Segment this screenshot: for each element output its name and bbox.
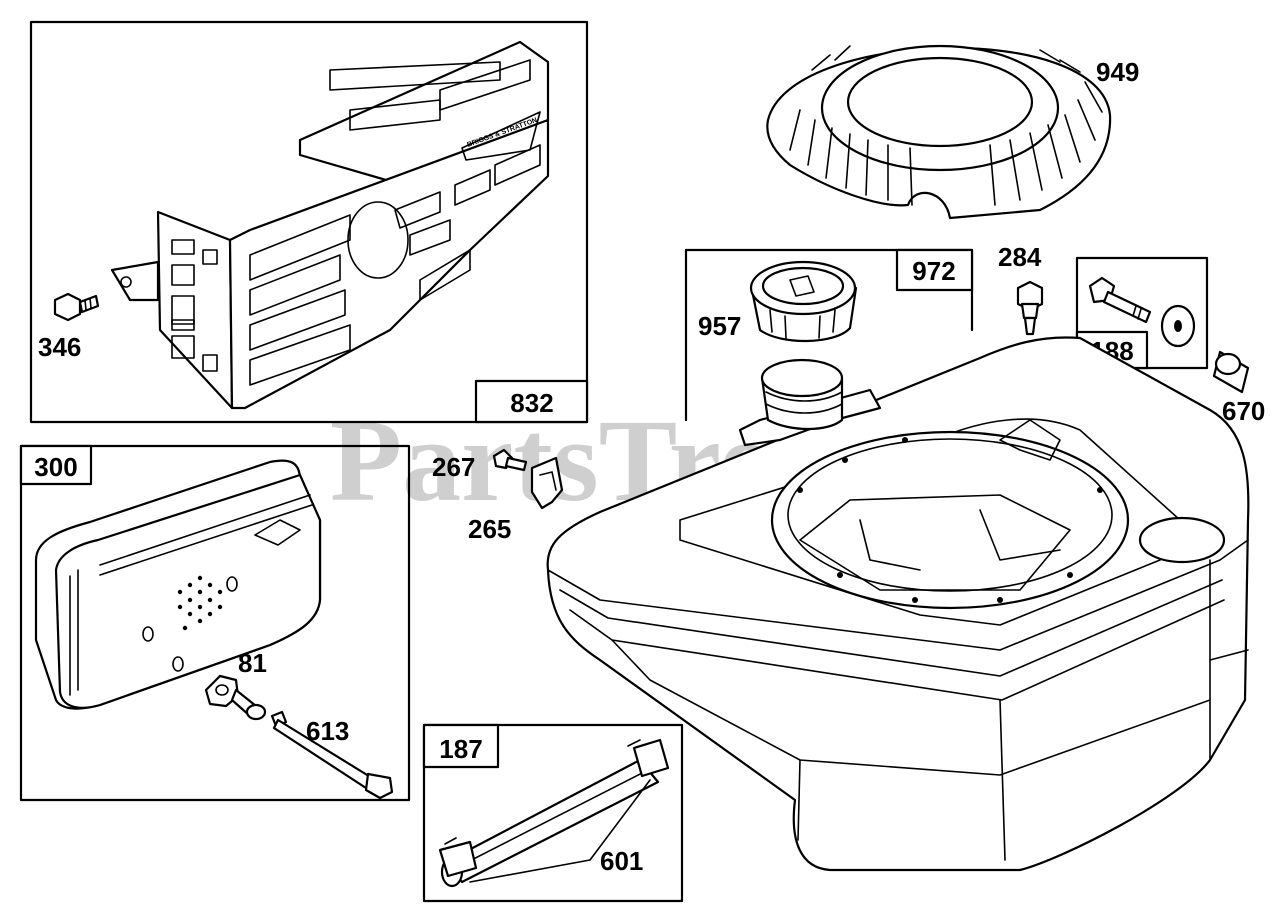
- screw-267-icon: [492, 448, 528, 472]
- muffler-illustration: [34, 459, 322, 710]
- callout-601: 601: [600, 846, 643, 876]
- callout-346: 346: [38, 332, 81, 362]
- box-300-label-frame: [19, 444, 93, 486]
- leader-601b: [589, 779, 651, 861]
- callout-81: 81: [238, 648, 267, 678]
- fuel-cap-icon: [749, 260, 858, 343]
- muffler-guard-illustration: BRIGGS & STRATTON: [110, 40, 550, 410]
- stud-613-icon: [270, 710, 394, 800]
- bolt-346-icon: [53, 292, 100, 322]
- callout-265: 265: [468, 514, 511, 544]
- callout-949: 949: [1096, 57, 1139, 87]
- clip-265-icon: [530, 456, 564, 510]
- box-300-group: 300 81: [19, 444, 411, 802]
- leader-601a: [469, 859, 591, 883]
- box-187-label-frame: [422, 723, 500, 769]
- fuel-tank-illustration: [546, 336, 1250, 872]
- box-972-group: 972 957: [684, 248, 974, 422]
- blower-housing-illustration: 949: [766, 44, 1139, 220]
- box-832-frame: [29, 20, 589, 424]
- box-300-frame: [19, 444, 411, 802]
- spacer-670-icon: [1212, 350, 1250, 394]
- box-187-frame: [422, 723, 684, 903]
- washer-icon: [1160, 304, 1196, 348]
- box-300-label: 300: [34, 452, 77, 482]
- callout-613: 613: [306, 716, 349, 746]
- box-187-group: 187 601: [422, 723, 684, 903]
- lock-plate-81-icon: [204, 674, 267, 721]
- box-832-label-frame: [474, 379, 589, 424]
- callout-670: 670: [1222, 396, 1265, 426]
- box-972-label-frame: [895, 248, 974, 292]
- callout-957: 957: [698, 311, 741, 341]
- fuel-line-icon: [438, 738, 670, 888]
- callout-284: 284: [998, 242, 1042, 272]
- box-832-group: 832: [29, 20, 589, 424]
- box-972-label: 972: [912, 256, 955, 286]
- box-187-label: 187: [439, 734, 482, 764]
- box-832-label: 832: [510, 388, 553, 418]
- callout-267: 267: [432, 452, 475, 482]
- fitting-284-icon: [1016, 280, 1044, 336]
- shoulder-bolt-icon: [1088, 276, 1152, 324]
